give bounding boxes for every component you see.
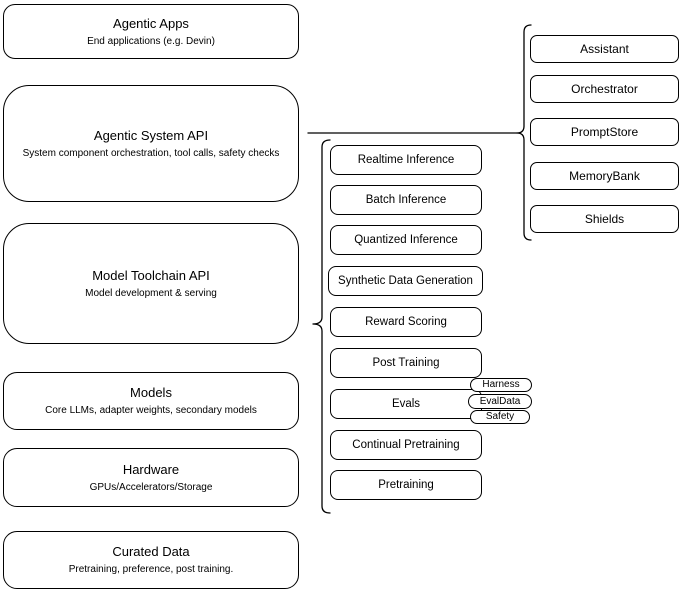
system-box-assistant: Assistant xyxy=(530,35,679,63)
layer-title: Model Toolchain API xyxy=(92,267,210,283)
toolchain-box-realtime-inference: Realtime Inference xyxy=(330,145,482,175)
toolchain-box-label: Batch Inference xyxy=(365,194,447,206)
system-box-memorybank: MemoryBank xyxy=(530,162,679,190)
toolchain-box-pretraining: Pretraining xyxy=(330,470,482,500)
layer-title: Agentic System API xyxy=(93,127,209,143)
system-components-brace xyxy=(516,24,532,241)
toolchain-components-brace xyxy=(312,139,331,514)
eval-tag-label: Safety xyxy=(485,411,515,422)
toolchain-box-label: Evals xyxy=(391,398,421,410)
layer-subtitle: End applications (e.g. Devin) xyxy=(87,35,215,47)
eval-tag-harness: Harness xyxy=(470,378,532,392)
layer-title: Agentic Apps xyxy=(113,15,189,31)
system-box-shields: Shields xyxy=(530,205,679,233)
layer-subtitle: GPUs/Accelerators/Storage xyxy=(89,481,213,493)
layer-model-toolchain-api: Model Toolchain API Model development & … xyxy=(3,223,299,344)
eval-tag-safety: Safety xyxy=(470,410,530,424)
layer-subtitle: Pretraining, preference, post training. xyxy=(68,564,234,575)
toolchain-box-label: Quantized Inference xyxy=(354,234,458,246)
system-box-label: Orchestrator xyxy=(571,82,638,96)
toolchain-box-continual-pretraining: Continual Pretraining xyxy=(330,430,482,460)
layer-subtitle: System component orchestration, tool cal… xyxy=(22,147,280,159)
toolchain-box-evals: Evals xyxy=(330,389,482,419)
toolchain-box-label: Post Training xyxy=(372,357,440,369)
toolchain-box-label: Reward Scoring xyxy=(365,316,447,328)
layer-title: Models xyxy=(130,385,172,400)
toolchain-box-label: Realtime Inference xyxy=(357,154,455,166)
toolchain-box-batch-inference: Batch Inference xyxy=(330,185,482,215)
layer-models: Models Core LLMs, adapter weights, secon… xyxy=(3,372,299,430)
toolchain-box-post-training: Post Training xyxy=(330,348,482,378)
toolchain-box-label: Pretraining xyxy=(378,479,434,491)
toolchain-box-synthetic-data-generation: Synthetic Data Generation xyxy=(328,266,483,296)
layer-subtitle: Core LLMs, adapter weights, secondary mo… xyxy=(45,405,257,416)
layer-title: Curated Data xyxy=(112,544,190,559)
system-box-orchestrator: Orchestrator xyxy=(530,75,679,103)
layer-title: Hardware xyxy=(122,461,180,477)
toolchain-box-reward-scoring: Reward Scoring xyxy=(330,307,482,337)
system-box-label: PromptStore xyxy=(570,125,639,139)
toolchain-box-label: Continual Pretraining xyxy=(352,439,460,451)
system-box-label: Shields xyxy=(584,212,625,226)
system-box-promptstore: PromptStore xyxy=(530,118,679,146)
toolchain-box-quantized-inference: Quantized Inference xyxy=(330,225,482,255)
layer-agentic-system-api: Agentic System API System component orch… xyxy=(3,85,299,202)
layer-subtitle: Model development & serving xyxy=(85,287,217,299)
eval-tag-evaldata: EvalData xyxy=(468,394,532,409)
eval-tag-label: Harness xyxy=(482,379,520,390)
eval-tag-label: EvalData xyxy=(479,395,521,407)
system-box-label: MemoryBank xyxy=(569,169,640,183)
toolchain-box-label: Synthetic Data Generation xyxy=(338,275,473,287)
system-box-label: Assistant xyxy=(580,42,629,56)
layer-agentic-apps: Agentic Apps End applications (e.g. Devi… xyxy=(3,4,299,59)
layer-curated-data: Curated Data Pretraining, preference, po… xyxy=(3,531,299,589)
layer-hardware: Hardware GPUs/Accelerators/Storage xyxy=(3,448,299,507)
